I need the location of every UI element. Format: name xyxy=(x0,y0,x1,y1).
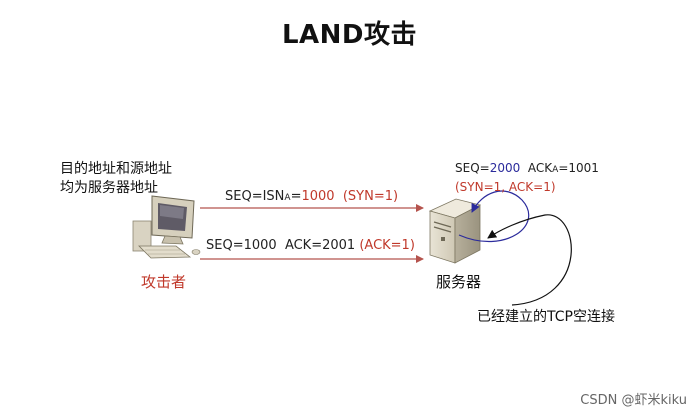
server-label: 服务器 xyxy=(436,273,482,291)
ack-message-text: SEQ=1000 ACK=2001 xyxy=(206,238,356,253)
server-ack-prefix: ACK xyxy=(527,161,553,175)
syn-message-sub: A xyxy=(284,193,291,203)
address-note-line1: 目的地址和源地址 xyxy=(60,161,172,177)
tcp-connection-note: 已经建立的TCP空连接 xyxy=(477,309,615,325)
syn-message-label: SEQ=ISNA=1000 (SYN=1) xyxy=(225,189,398,204)
address-note-line2: 均为服务器地址 xyxy=(60,180,158,196)
server-ack-sub: A xyxy=(552,165,559,175)
server-synack-block: SEQ=2000 ACKA=1001 (SYN=1, ACK=1) xyxy=(455,160,599,196)
address-note: 目的地址和源地址 均为服务器地址 xyxy=(60,160,172,198)
syn-message-isn-value: 1000 xyxy=(301,189,335,204)
attacker-label: 攻击者 xyxy=(141,273,187,291)
syn-message-prefix: SEQ=ISN xyxy=(225,189,285,204)
server-synack-flags: (SYN=1, ACK=1) xyxy=(455,180,556,194)
syn-message-eq: = xyxy=(290,189,302,204)
diagram-title: LAND攻击 xyxy=(281,20,418,50)
ack-message-label: SEQ=1000 ACK=2001 (ACK=1) xyxy=(206,238,415,253)
server-seq-line: SEQ=2000 ACKA=1001 xyxy=(455,160,599,179)
server-ack-value: =1001 xyxy=(558,161,599,175)
server-seq-prefix: SEQ= xyxy=(455,161,490,175)
server-icon xyxy=(428,198,482,264)
server-loopback-arrow xyxy=(458,190,530,243)
server-seq-value: 2000 xyxy=(489,161,521,175)
attacker-computer-icon xyxy=(132,195,201,259)
ack-message-flags: (ACK=1) xyxy=(359,238,415,253)
half-open-connection-arrow xyxy=(487,214,572,306)
watermark: CSDN @虾米kiku xyxy=(580,393,687,408)
syn-message-flags: (SYN=1) xyxy=(342,189,399,204)
